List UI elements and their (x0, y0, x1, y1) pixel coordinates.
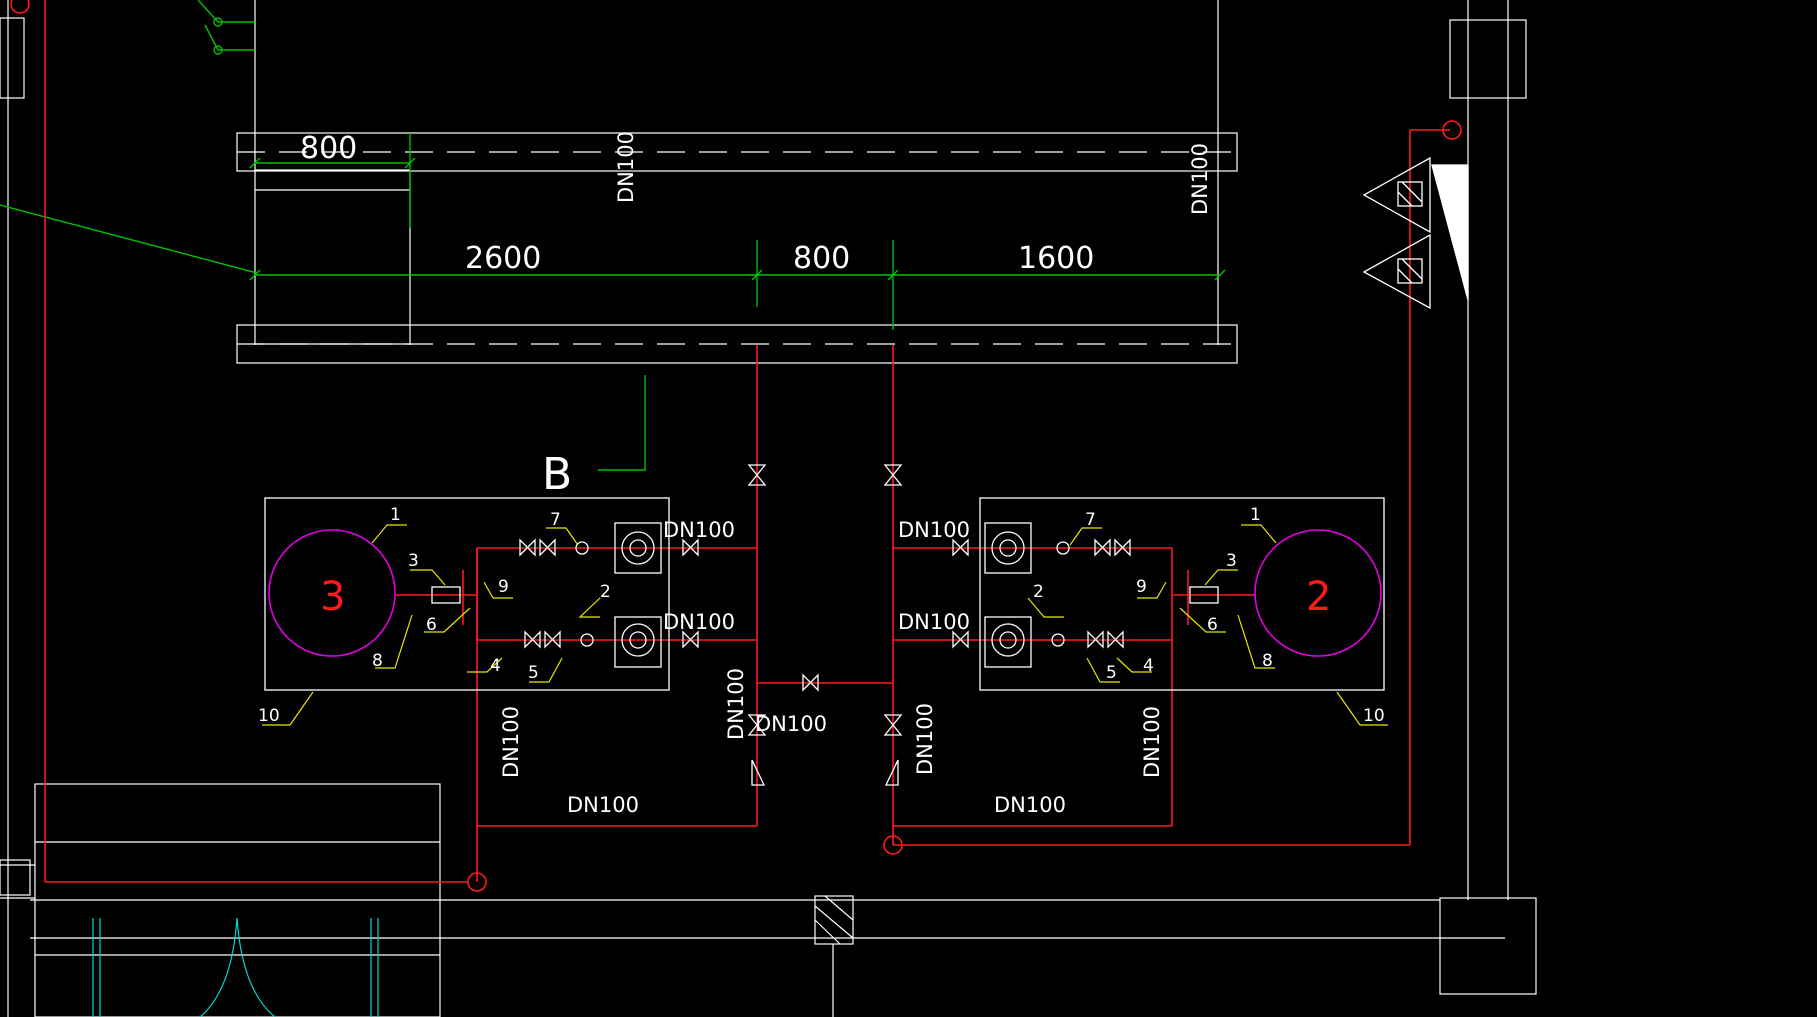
wall-outlet-symbols (1362, 156, 1469, 310)
leader-5-left: 5 (528, 663, 539, 683)
pump-unit-right[interactable]: 2 (979, 497, 1385, 691)
pipe-size-top-center: DN100 (614, 131, 638, 203)
tank-label-right: 2 (1306, 574, 1331, 620)
check-valve-icon (575, 541, 589, 555)
pump-icon (614, 616, 662, 668)
dimension-top-width: 800 (300, 131, 357, 166)
gauge-icon (1189, 586, 1219, 604)
pump-icon (984, 616, 1032, 668)
pipe-size-right-upper: DN100 (898, 518, 970, 542)
pipe-size-top-right: DN100 (1188, 143, 1212, 215)
leader-9-left: 9 (498, 577, 509, 597)
pump-icon (614, 522, 662, 574)
pipe-size-right-bottom: DN100 (994, 793, 1066, 817)
leader-5-right: 5 (1106, 663, 1117, 683)
leader-6-left: 6 (426, 615, 437, 635)
dimension-seg-left: 2600 (465, 241, 541, 276)
pipe-size-left-bottom: DN100 (567, 793, 639, 817)
dimension-seg-right: 1600 (1018, 241, 1094, 276)
pipe-terminals (10, 0, 1462, 892)
leader-2-left: 2 (600, 582, 611, 602)
check-valve-icon (580, 633, 594, 647)
pipework (44, 0, 1450, 883)
tank-icon (268, 529, 396, 657)
leader-7-right: 7 (1085, 510, 1096, 530)
pump-icon (984, 522, 1032, 574)
leader-3-left: 3 (408, 551, 419, 571)
leader-4-left: 4 (490, 656, 501, 676)
leader-4-right: 4 (1143, 656, 1154, 676)
pipe-size-center-vert-left: DN100 (724, 668, 748, 740)
door-swing (92, 917, 379, 1017)
leader-10-right: 10 (1363, 706, 1385, 726)
leader-9-right: 9 (1136, 577, 1147, 597)
pipe-size-right-lower: DN100 (898, 610, 970, 634)
section-label: B (542, 449, 572, 500)
leader-10-left: 10 (258, 706, 280, 726)
check-valve-icon (1056, 541, 1070, 555)
leader-1-left: 1 (390, 505, 401, 525)
dimension-lines (0, 0, 1226, 471)
pipe-size-center-horiz: DN100 (755, 712, 827, 736)
building-outline (0, 0, 1537, 1017)
leader-2-right: 2 (1033, 582, 1044, 602)
valve-icon (519, 464, 1131, 786)
leader-1-right: 1 (1250, 505, 1261, 525)
gauge-icon (431, 586, 461, 604)
pipe-size-left-upper: DN100 (663, 518, 735, 542)
leader-8-right: 8 (1262, 651, 1273, 671)
leader-lines (262, 524, 1388, 726)
pipe-size-center-vert-right: DN100 (913, 703, 937, 775)
pipe-size-right-riser: DN100 (1140, 706, 1164, 778)
pipe-size-left-riser: DN100 (499, 706, 523, 778)
tank-label-left: 3 (320, 574, 345, 620)
check-valve-icon (1051, 633, 1065, 647)
valve-marker-icon (213, 45, 223, 55)
leader-8-left: 8 (372, 651, 383, 671)
valve-marker-icon (213, 17, 223, 27)
leader-3-right: 3 (1226, 551, 1237, 571)
pipe-size-left-lower: DN100 (663, 610, 735, 634)
leader-6-right: 6 (1207, 615, 1218, 635)
leader-7-left: 7 (550, 510, 561, 530)
pump-unit-left[interactable]: 3 (264, 497, 670, 691)
tank-icon (1254, 529, 1382, 657)
dimension-seg-mid: 800 (793, 241, 850, 276)
